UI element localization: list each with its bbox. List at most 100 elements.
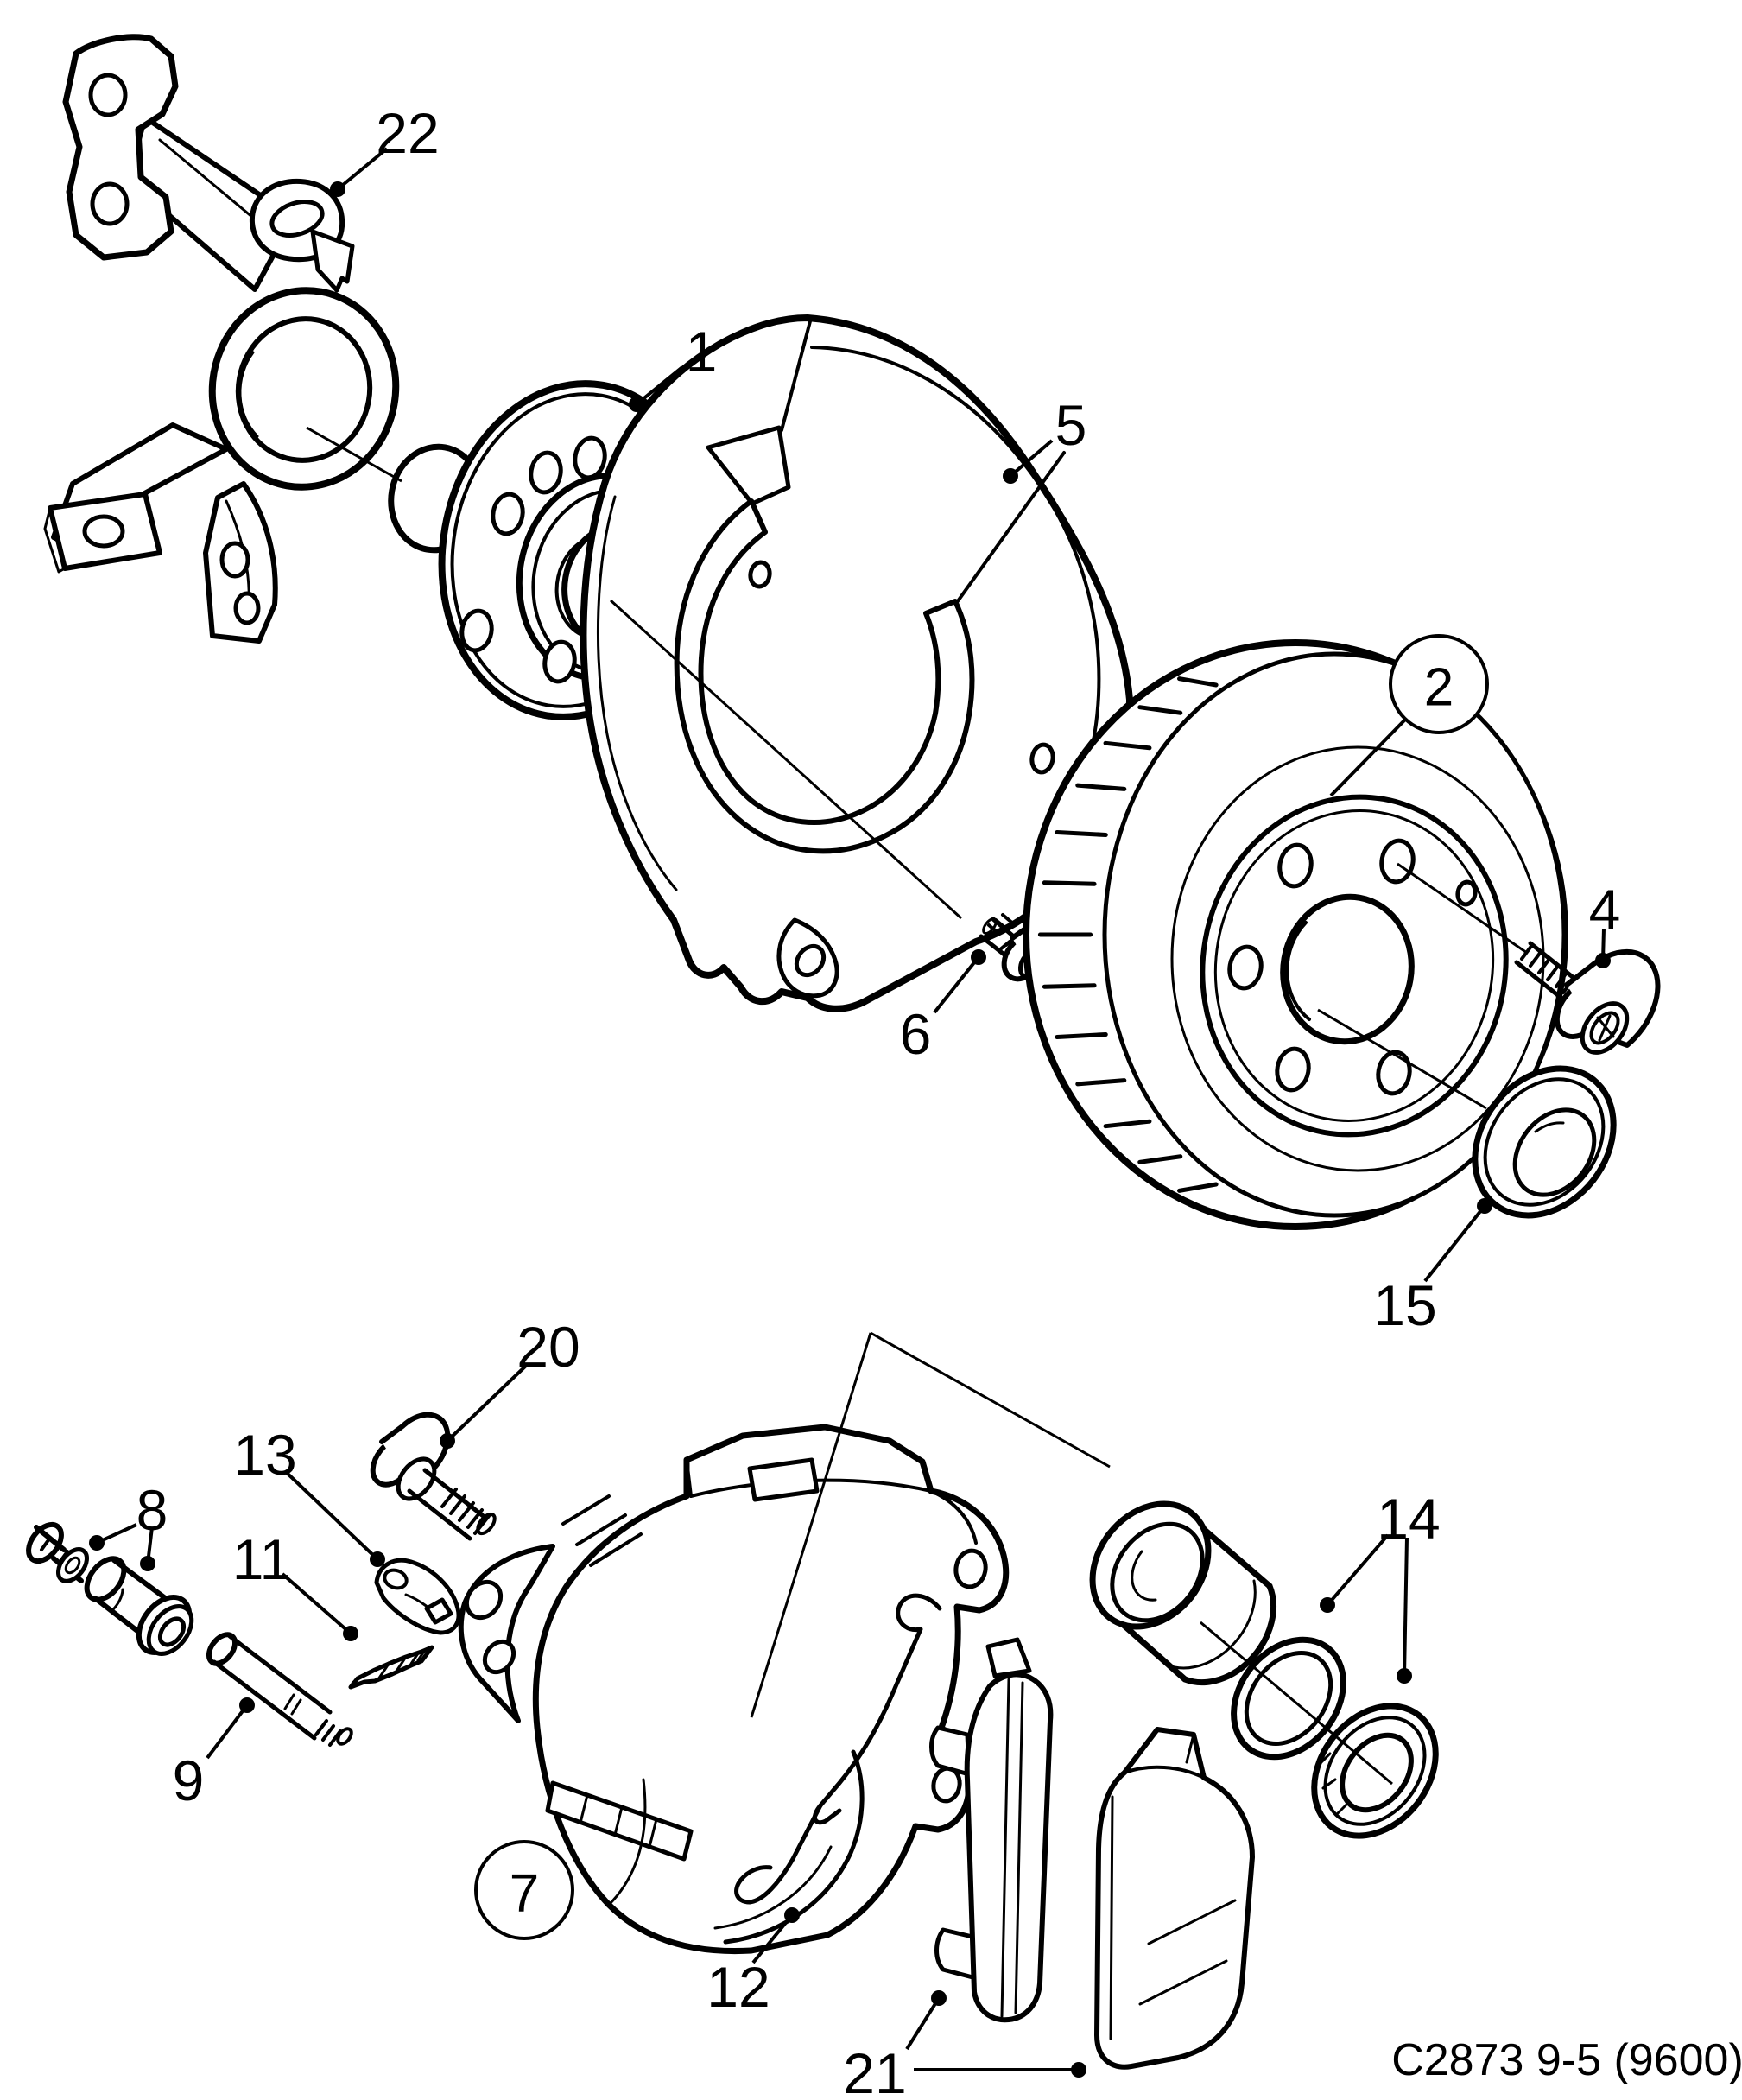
callout-leader-dot xyxy=(239,1697,255,1713)
callout-leader-dot xyxy=(440,1433,455,1449)
assembly-axis-line xyxy=(870,1331,1111,1469)
callout-6-shield-screw: 6 xyxy=(900,949,986,1066)
pad-spring xyxy=(734,1593,942,1905)
callout-leader-line xyxy=(1009,439,1054,478)
callout-number: 1 xyxy=(686,320,718,384)
hub-cap xyxy=(1472,1065,1617,1219)
callout-9-guide-pin: 9 xyxy=(173,1697,255,1812)
callout-leader-dot xyxy=(784,1907,800,1923)
callout-leader-line xyxy=(1329,718,1407,797)
callout-leader-line xyxy=(751,1913,794,1964)
callout-14-piston-seals: 14 xyxy=(1320,1487,1441,1684)
callout-leader-line xyxy=(1403,1537,1409,1677)
callout-number: 7 xyxy=(510,1864,539,1924)
disc-vent-slot xyxy=(1075,1078,1127,1087)
callout-number: 9 xyxy=(173,1748,205,1812)
disc-vent-slot xyxy=(1042,880,1097,886)
callout-leader-line xyxy=(446,1363,529,1443)
callout-12-pad-spring: 12 xyxy=(706,1907,800,2019)
callout-number: 15 xyxy=(1373,1273,1436,1337)
guide-pin xyxy=(206,1632,353,1747)
splash-shield xyxy=(580,314,1133,1012)
disc-vent-slot xyxy=(1137,1154,1183,1164)
callout-1-wheel-hub: 1 xyxy=(629,320,717,412)
lock-plate xyxy=(374,1558,461,1635)
callout-leader-line xyxy=(1326,1533,1390,1607)
callout-number: 22 xyxy=(376,101,439,165)
callout-leader-line xyxy=(206,1703,249,1760)
callout-20-guide-bolt: 20 xyxy=(440,1315,580,1449)
callout-4-wheel-stud: 4 xyxy=(1589,878,1621,968)
callout-8-plug-and-bushing: 8 xyxy=(89,1478,168,1571)
inner-brake-pad xyxy=(929,1637,1054,2023)
callout-number: 13 xyxy=(233,1423,296,1487)
assembly-axis-line xyxy=(1200,1621,1393,1786)
callout-number: 21 xyxy=(843,2041,906,2100)
assembly-axis-line xyxy=(1397,862,1528,955)
assembly-axis-line xyxy=(750,1332,872,1718)
piston-seal xyxy=(1231,1636,1346,1761)
bleeder-screw xyxy=(348,1645,434,1690)
disc-vent-slot xyxy=(1055,1032,1108,1039)
assembly-axis-line xyxy=(1317,1008,1487,1110)
guide-bolt xyxy=(370,1412,497,1541)
disc-vent-slot xyxy=(1103,740,1152,751)
brake-caliper xyxy=(458,1424,1010,1955)
callout-leader-dot xyxy=(1477,1198,1492,1214)
disc-vent-slot xyxy=(1075,783,1127,791)
callout-circle xyxy=(474,1840,574,1940)
disc-vent-slot xyxy=(1177,1182,1219,1193)
callout-number: 4 xyxy=(1589,878,1621,942)
callout-leader-dot xyxy=(343,1626,358,1641)
callout-number: 2 xyxy=(1424,658,1454,718)
callout-leader-dot xyxy=(1003,468,1018,484)
wheel-stud xyxy=(1514,941,1661,1055)
callout-13-lock-plate: 13 xyxy=(233,1423,385,1567)
callout-leader-line xyxy=(905,1996,941,2051)
callout-circle xyxy=(1389,634,1489,734)
callout-leader-line xyxy=(336,147,389,191)
callout-number: 12 xyxy=(706,1955,770,2019)
callout-11-bleeder-screw: 11 xyxy=(232,1527,358,1641)
callout-leader-line xyxy=(283,1469,379,1561)
callout-leader-dot xyxy=(1320,1597,1335,1613)
callout-2-brake-disc: 2 xyxy=(1329,634,1489,797)
callout-number: 8 xyxy=(136,1478,168,1542)
caliper-plug xyxy=(26,1521,89,1583)
dust-boot xyxy=(1311,1703,1439,1839)
callout-leader-dot xyxy=(370,1551,385,1567)
disc-vent-slot xyxy=(1177,676,1219,688)
disc-vent-slot xyxy=(1103,1119,1152,1129)
callout-number: 6 xyxy=(900,1002,932,1066)
assembly-axis-lines xyxy=(306,426,1528,1786)
callout-15-hub-cap: 15 xyxy=(1373,1198,1492,1337)
callout-leader-dot xyxy=(1595,953,1611,968)
callout-21-brake-pads: 21 xyxy=(843,1990,1086,2100)
disc-vent-slots xyxy=(1037,676,1219,1193)
callout-22-steering-knuckle: 22 xyxy=(330,101,440,197)
callout-leader-dot xyxy=(330,181,345,197)
steering-knuckle xyxy=(43,34,400,644)
callout-leader-line xyxy=(635,365,684,406)
callout-5-splash-shield: 5 xyxy=(1003,393,1086,484)
caliper-bushing xyxy=(84,1556,194,1656)
disc-vent-slot xyxy=(1042,983,1097,989)
callout-number: 14 xyxy=(1377,1487,1440,1551)
brake-disc xyxy=(1023,639,1568,1230)
figure-caption: C2873 9-5 (9600) xyxy=(1391,2035,1742,2085)
outer-brake-pad xyxy=(1094,1727,1255,2070)
assembly-axis-line xyxy=(306,426,402,483)
assembly-axis-line xyxy=(609,599,963,920)
caliper-piston xyxy=(1089,1500,1276,1686)
callout-number: 20 xyxy=(516,1315,580,1379)
disc-vent-slot xyxy=(1137,705,1183,715)
callout-leader-dot xyxy=(931,1990,947,2006)
callout-number: 5 xyxy=(1055,393,1087,457)
disc-vent-slot xyxy=(1055,830,1108,837)
callout-7-brake-caliper: 7 xyxy=(474,1840,574,1940)
callout-leader-dot xyxy=(1397,1668,1412,1684)
callout-leader-dot xyxy=(629,397,644,412)
